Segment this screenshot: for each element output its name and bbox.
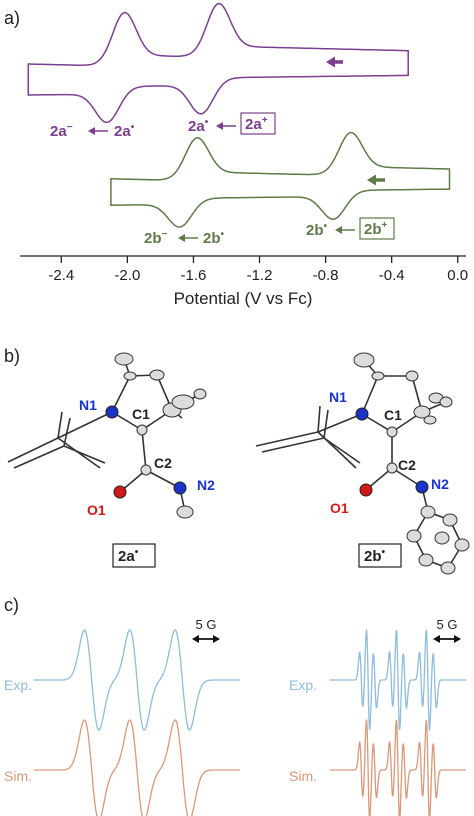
atom-n1-2b bbox=[355, 407, 369, 421]
compound-label-2a: 2a• bbox=[118, 547, 139, 565]
arrow-2b-reduction bbox=[178, 234, 198, 242]
crystal-structure-2b: N1 C1 C2 N2 O1 2b• bbox=[255, 352, 470, 575]
epr-sim-spectrum-2b bbox=[330, 718, 466, 816]
label-2b-cation: 2b+ bbox=[364, 220, 388, 238]
box-2a-cation bbox=[240, 112, 276, 135]
ellipsoids-2a bbox=[114, 352, 207, 519]
panel-c: c) Exp. Sim. Exp. Sim. 5 G 5 G bbox=[4, 595, 466, 816]
cv-curve-2a bbox=[27, 2, 409, 124]
atom-labels-2a: N1 C1 C2 N2 O1 bbox=[79, 397, 215, 518]
label-o1-2b: O1 bbox=[330, 500, 349, 516]
panel-a-label: a) bbox=[4, 8, 20, 28]
compound-box-2b bbox=[358, 543, 402, 568]
atom-n2-2a bbox=[173, 481, 187, 495]
label-c2-2a: C2 bbox=[154, 455, 172, 471]
x-tick-label: -1.2 bbox=[247, 267, 273, 284]
label-2a-cation: 2a+ bbox=[245, 115, 268, 133]
label-2a-anion: 2a− bbox=[50, 122, 73, 140]
bonds-2b bbox=[255, 359, 463, 569]
label-n2-2b: N2 bbox=[431, 476, 449, 492]
x-axis-ticks: -2.4 -2.0 -1.6 -1.2 -0.8 -0.4 0.0 bbox=[48, 256, 468, 284]
exp-label-left: Exp. bbox=[4, 677, 32, 693]
atom-labels-2b: N1 C1 C2 N2 O1 bbox=[329, 389, 449, 516]
label-n2-2a: N2 bbox=[197, 477, 215, 493]
atom-o1-2b bbox=[359, 483, 373, 497]
epr-exp-spectrum-2b bbox=[330, 628, 466, 732]
x-tick-label: -0.4 bbox=[379, 267, 405, 284]
box-2b-cation bbox=[359, 217, 395, 240]
scale-bar-right: 5 G bbox=[433, 617, 461, 643]
scan-direction-arrow-2a bbox=[326, 56, 343, 68]
scale-label-right: 5 G bbox=[437, 617, 458, 632]
annotations-2a: 2a− 2a• 2a• 2a+ bbox=[50, 112, 276, 140]
label-n1-2b: N1 bbox=[329, 389, 347, 405]
exp-label-right: Exp. bbox=[289, 677, 317, 693]
scale-label-left: 5 G bbox=[196, 617, 217, 632]
x-tick-label: 0.0 bbox=[447, 267, 468, 284]
atom-n1-2a bbox=[105, 405, 119, 419]
sim-label-left: Sim. bbox=[4, 768, 32, 784]
label-2a-radical-left: 2a• bbox=[114, 122, 135, 140]
arrow-2b-oxidation bbox=[335, 226, 355, 234]
bonds-2a bbox=[7, 358, 201, 513]
epr-exp-spectrum-2a bbox=[34, 629, 240, 731]
x-tick-label: -2.0 bbox=[114, 267, 140, 284]
scan-direction-arrow-2b bbox=[367, 174, 385, 186]
epr-sim-spectrum-2a bbox=[34, 719, 240, 816]
label-c1-2b: C1 bbox=[384, 407, 402, 423]
compound-box-2a bbox=[112, 543, 156, 568]
label-2b-anion: 2b− bbox=[144, 229, 168, 247]
label-c1-2a: C1 bbox=[132, 406, 150, 422]
atom-o1-2a bbox=[113, 485, 127, 499]
annotations-2b: 2b− 2b• 2b• 2b+ bbox=[144, 217, 395, 247]
sim-label-right: Sim. bbox=[289, 768, 317, 784]
scale-bar-left: 5 G bbox=[192, 617, 220, 643]
x-tick-label: -0.8 bbox=[313, 267, 339, 284]
label-o1-2a: O1 bbox=[87, 502, 106, 518]
x-axis-label: Potential (V vs Fc) bbox=[174, 289, 313, 308]
cv-curve-2b bbox=[110, 131, 451, 228]
compound-label-2b: 2b• bbox=[364, 547, 386, 565]
label-c2-2b: C2 bbox=[398, 457, 416, 473]
x-tick-label: -2.4 bbox=[48, 267, 74, 284]
label-2b-radical-left: 2b• bbox=[203, 229, 225, 247]
arrow-2a-reduction bbox=[88, 127, 108, 135]
panel-c-label: c) bbox=[4, 595, 19, 615]
panel-b-label: b) bbox=[4, 346, 20, 366]
panel-b: b) bbox=[4, 346, 470, 575]
label-n1-2a: N1 bbox=[79, 397, 97, 413]
x-tick-label: -1.6 bbox=[181, 267, 207, 284]
crystal-structure-2a: N1 C1 C2 N2 O1 2a• bbox=[7, 352, 215, 568]
arrow-2a-oxidation bbox=[216, 122, 236, 130]
label-2b-radical-right: 2b• bbox=[306, 221, 328, 239]
ellipsoids-2b bbox=[353, 352, 470, 575]
panel-a: a) 2a− 2a• 2a• 2a+ bbox=[4, 2, 468, 308]
atom-n2-2b bbox=[415, 480, 429, 494]
label-2a-radical-right: 2a• bbox=[188, 117, 209, 135]
